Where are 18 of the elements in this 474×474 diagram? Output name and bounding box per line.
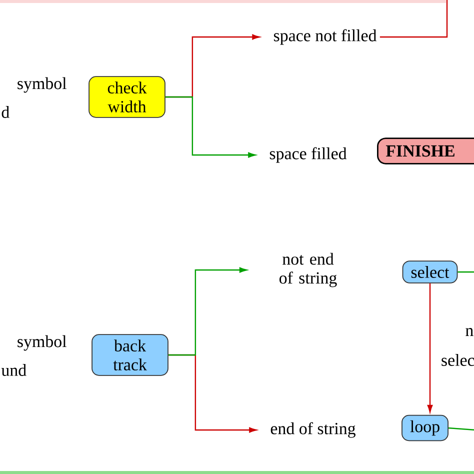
condition-text: space not filled — [274, 29, 377, 45]
label-text: symbol — [18, 335, 66, 351]
condition-text: space filled — [270, 147, 347, 163]
label-text: n — [466, 328, 474, 336]
label-text: symbol — [18, 77, 66, 93]
condition-text: not end of string — [279, 252, 337, 288]
process-box: check width — [88, 76, 166, 118]
arrow — [427, 283, 433, 412]
arrow — [168, 267, 247, 356]
label-text: selec — [442, 354, 474, 366]
condition-text: end of string — [270, 422, 356, 438]
process-box: select — [402, 260, 458, 284]
process-box: loop — [402, 414, 448, 442]
process-box: back track — [92, 334, 168, 376]
terminal-box: FINISHE — [377, 138, 474, 164]
arrow — [165, 96, 256, 158]
label-text: d — [2, 106, 10, 118]
label-text: und — [1, 364, 26, 376]
